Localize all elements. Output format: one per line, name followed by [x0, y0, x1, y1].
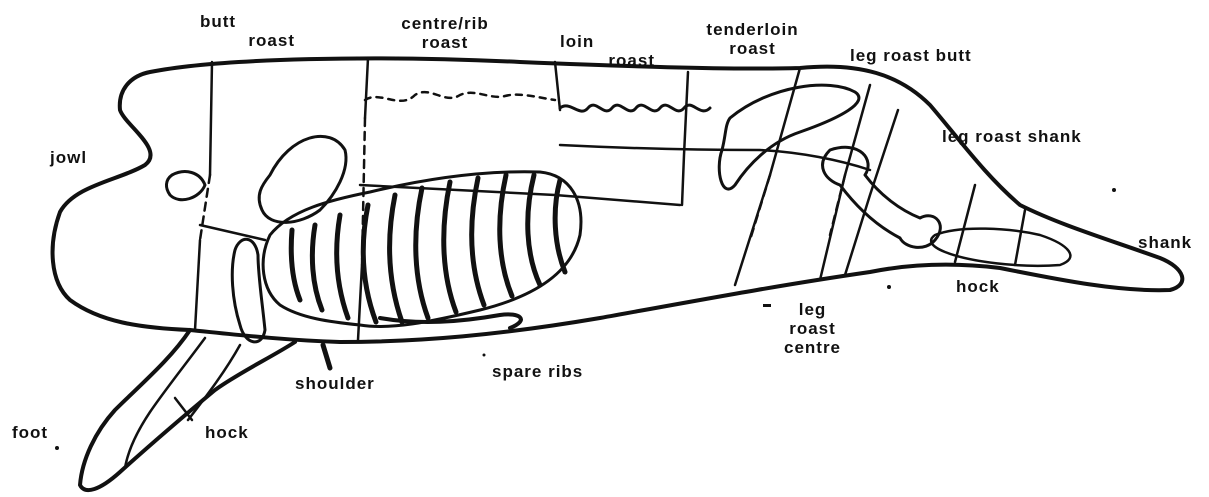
front-leg-inner — [125, 338, 240, 468]
label-hock-rear: hock — [956, 277, 1000, 296]
label-loin-roast: loin roast — [560, 32, 655, 70]
label-shank: shank — [1138, 233, 1192, 252]
label-jowl: jowl — [50, 148, 87, 167]
label-hock-front: hock — [205, 423, 249, 442]
label-leg-centre-line2: roast — [755, 319, 870, 338]
rib-tips — [365, 92, 555, 101]
label-loin-line1: loin — [560, 32, 655, 51]
label-tenderloin-line1: tenderloin — [690, 20, 815, 39]
label-butt-roast: butt roast — [200, 12, 295, 50]
label-tenderloin-roast: tenderloin roast — [690, 20, 815, 58]
cut-lines — [175, 58, 1025, 420]
label-butt-roast-line2: roast — [200, 31, 295, 50]
label-shoulder: shoulder — [295, 374, 375, 393]
label-loin-line2: roast — [560, 51, 655, 70]
label-butt-roast-line1: butt — [200, 12, 295, 31]
label-centre-rib-line2: roast — [380, 33, 510, 52]
front-leg — [80, 330, 295, 490]
label-foot: foot — [12, 423, 48, 442]
label-leg-centre-line3: centre — [755, 338, 870, 357]
label-tenderloin-line2: roast — [690, 39, 815, 58]
label-leg-roast-shank: leg roast shank — [942, 127, 1082, 146]
label-centre-rib-line1: centre/rib — [380, 14, 510, 33]
humerus-bone — [232, 239, 265, 342]
pelvis-bone — [719, 85, 859, 189]
label-leg-roast-centre: leg roast centre — [755, 300, 870, 357]
label-spare-ribs: spare ribs — [492, 362, 583, 381]
label-centre-rib-roast: centre/rib roast — [380, 14, 510, 52]
rear-shank-inner — [931, 229, 1070, 266]
jowl-gland — [166, 172, 205, 200]
shoulder-blade — [259, 136, 346, 222]
label-leg-roast-butt: leg roast butt — [850, 46, 972, 65]
shoulder-marker — [323, 345, 330, 368]
leg-centre-leader — [763, 304, 771, 307]
label-leg-centre-line1: leg — [755, 300, 870, 319]
